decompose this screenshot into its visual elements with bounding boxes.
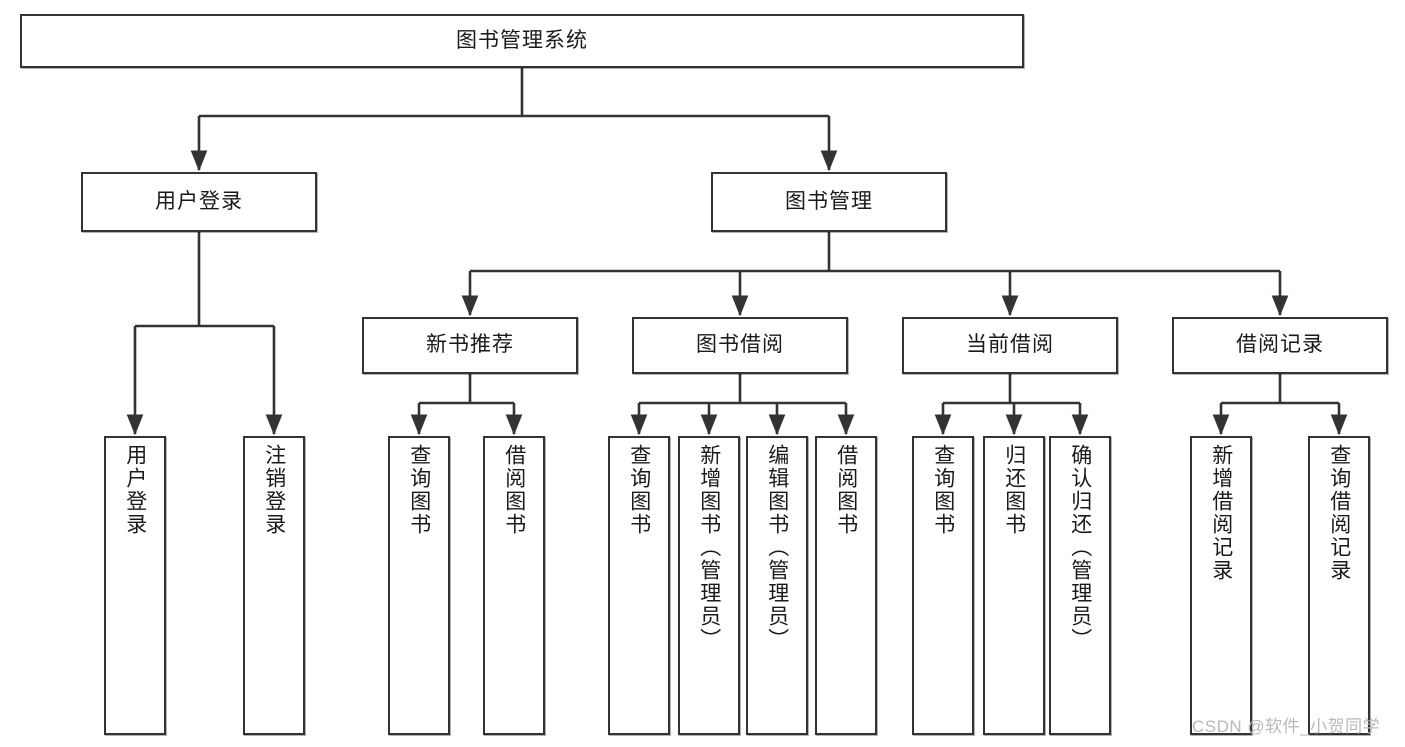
node-label: 图书管理 — [785, 189, 873, 213]
csdn-watermark: CSDN @软件_小贺同学 — [1192, 717, 1381, 736]
node-leaf-bo-query[interactable]: 查询图书 — [608, 436, 670, 735]
node-label: 新书推荐 — [426, 333, 514, 357]
node-label: 借阅图书 — [502, 444, 526, 536]
node-label: 查询图书 — [627, 444, 651, 536]
node-leaf-bo-add[interactable]: 新增图书（管理员） — [678, 436, 740, 735]
node-label: 借阅记录 — [1236, 333, 1324, 357]
node-login[interactable]: 用户登录 — [81, 172, 317, 232]
node-label: 图书管理系统 — [456, 28, 588, 52]
node-label: 查询借阅记录 — [1327, 444, 1351, 582]
node-label: 确认归还（管理员） — [1068, 444, 1092, 651]
node-root[interactable]: 图书管理系统 — [20, 14, 1024, 68]
node-leaf-user-logout[interactable]: 注销登录 — [243, 436, 305, 735]
node-label: 图书借阅 — [696, 333, 784, 357]
node-leaf-bo-borrow[interactable]: 借阅图书 — [815, 436, 877, 735]
node-label: 借阅图书 — [834, 444, 858, 536]
node-bookmgmt[interactable]: 图书管理 — [711, 172, 947, 232]
node-label: 查询图书 — [931, 444, 955, 536]
node-label: 归还图书 — [1002, 444, 1026, 536]
node-newbook[interactable]: 新书推荐 — [362, 317, 578, 374]
node-label: 用户登录 — [123, 444, 147, 536]
node-leaf-cu-query[interactable]: 查询图书 — [912, 436, 974, 735]
node-label: 当前借阅 — [966, 333, 1054, 357]
node-label: 查询图书 — [407, 444, 431, 536]
node-leaf-cu-return[interactable]: 归还图书 — [983, 436, 1045, 735]
node-label: 新增借阅记录 — [1209, 444, 1233, 582]
node-leaf-bo-edit[interactable]: 编辑图书（管理员） — [746, 436, 808, 735]
node-current[interactable]: 当前借阅 — [902, 317, 1118, 374]
node-leaf-rec-query[interactable]: 查询借阅记录 — [1308, 436, 1370, 735]
node-leaf-nb-borrow[interactable]: 借阅图书 — [483, 436, 545, 735]
node-leaf-nb-query[interactable]: 查询图书 — [388, 436, 450, 735]
node-label: 新增图书（管理员） — [697, 444, 721, 651]
node-leaf-rec-add[interactable]: 新增借阅记录 — [1190, 436, 1252, 735]
node-label: 用户登录 — [155, 189, 243, 213]
node-leaf-user-login[interactable]: 用户登录 — [104, 436, 166, 735]
node-records[interactable]: 借阅记录 — [1172, 317, 1388, 374]
node-leaf-cu-confirm[interactable]: 确认归还（管理员） — [1049, 436, 1111, 735]
node-borrow[interactable]: 图书借阅 — [632, 317, 848, 374]
node-label: 编辑图书（管理员） — [765, 444, 789, 651]
node-label: 注销登录 — [262, 444, 286, 536]
